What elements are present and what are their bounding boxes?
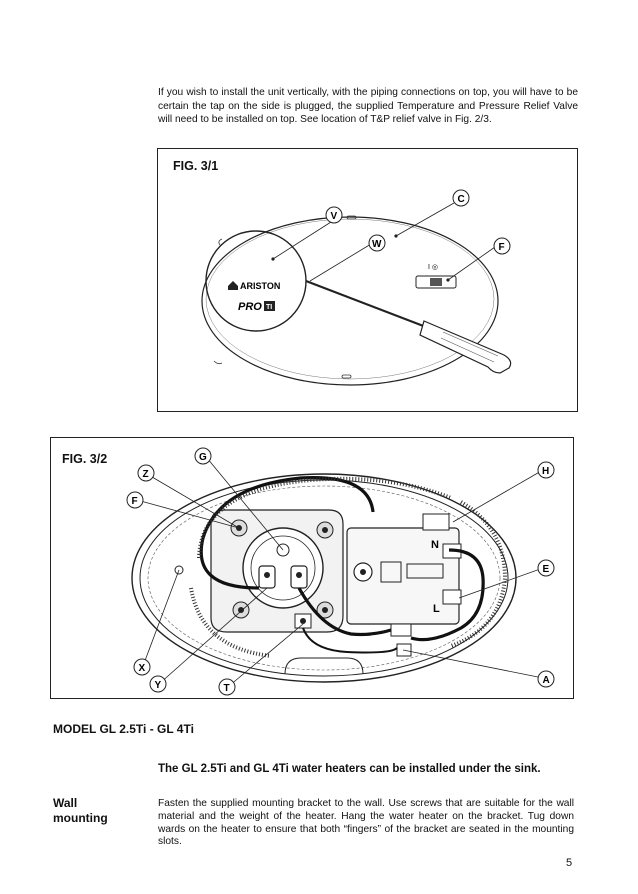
leader-a [402, 649, 544, 679]
element-disc [242, 527, 324, 609]
leader-f-dot [446, 278, 450, 282]
callout-t [218, 678, 236, 696]
callout-w [368, 234, 386, 252]
leader-v [272, 221, 332, 260]
element-disc-inner [250, 535, 316, 601]
switch-housing [415, 275, 457, 289]
thermostat-slot [380, 561, 402, 583]
terminal-right-screw [296, 572, 302, 578]
callout-a-label: A [543, 675, 550, 686]
switch-marks: I ◎ [428, 264, 438, 271]
intro-paragraph: If you wish to install the unit vertical… [158, 87, 578, 125]
callout-a [537, 670, 555, 688]
leader-f [447, 246, 496, 281]
callout-x [133, 658, 151, 676]
screwdriver-handle [419, 320, 512, 374]
cable-strip-bottom [189, 587, 272, 658]
lead-sentence: The GL 2.5Ti and GL 4Ti water heaters ca… [158, 763, 541, 775]
callout-g-label: G [199, 452, 207, 463]
figure-3-2-drawing: N L G Z F X Y [126, 447, 555, 696]
wire-ground [302, 627, 398, 654]
top-notch [346, 215, 357, 220]
callout-f-label: F [132, 496, 138, 507]
section-heading: Wall mounting [53, 796, 108, 825]
callout-y [149, 675, 167, 693]
wire-right-loop [410, 548, 485, 642]
model-heading: MODEL GL 2.5Ti - GL 4Ti [53, 722, 194, 736]
callout-x-label: X [139, 663, 146, 674]
figure-3-1: FIG. 3/1 ARISTON PRO TI I ◎ [157, 148, 578, 412]
leader-h [452, 469, 544, 523]
wire-bottom [297, 587, 392, 637]
cable-strip-top [197, 476, 452, 559]
bottom-notch [341, 374, 352, 379]
leader-x [142, 569, 180, 667]
leader-w [309, 243, 372, 282]
thermostat-top-terminal [422, 513, 450, 531]
callout-v [325, 206, 343, 224]
callout-z-label: Z [143, 469, 149, 480]
thermostat-switch [406, 563, 444, 579]
terminal-n-label: N [431, 539, 439, 551]
callout-y-label: Y [155, 680, 162, 691]
inner-rim [147, 485, 501, 671]
callout-h-label: H [542, 466, 549, 477]
terminal-l-label: L [433, 603, 440, 615]
leader-c-dot [394, 234, 398, 238]
product-logo: PRO [238, 301, 262, 313]
callout-f-label: F [499, 242, 505, 253]
section-body: Fasten the supplied mounting bracket to … [158, 798, 574, 848]
screwdriver-grip-lines [440, 331, 499, 363]
figure-3-1-drawing: ARISTON PRO TI I ◎ V W C F [201, 189, 512, 386]
leader-e [458, 567, 544, 599]
flange-bolt-br-core [322, 607, 328, 613]
callout-c [452, 189, 470, 207]
callout-h [537, 461, 555, 479]
left-screw [174, 565, 184, 575]
thermostat-bottom-terminal [390, 623, 412, 637]
callout-z [137, 464, 155, 482]
terminal-left-screw [264, 572, 270, 578]
thermostat-knob-core [360, 569, 366, 575]
wire-left-loop [199, 476, 375, 590]
leader-t [228, 623, 304, 687]
ariston-house-icon [228, 281, 238, 290]
flange-bolt-bl-core [238, 607, 244, 613]
figure-3-2-title: FIG. 3/2 [62, 452, 108, 466]
callout-w-label: W [372, 239, 382, 250]
bottom-recess [284, 657, 364, 675]
leader-c [395, 202, 455, 237]
callout-f [126, 491, 144, 509]
callout-e [537, 559, 555, 577]
leader-y [158, 587, 268, 685]
thermostat-l-terminal [442, 589, 462, 605]
leader-g [206, 457, 284, 551]
switch-rocker [430, 278, 442, 286]
leader-v-dot [271, 257, 275, 261]
ground-screw [300, 618, 306, 624]
screwdriver-shaft [305, 279, 427, 329]
left-bump-bottom [213, 360, 223, 365]
flange-bolt-tr-core [322, 527, 328, 533]
callout-f [493, 237, 511, 255]
page-number: 5 [566, 857, 573, 869]
callout-v-label: V [331, 211, 338, 222]
left-bump-top [218, 238, 223, 246]
figure-3-2: FIG. 3/2 N L [50, 437, 574, 699]
callout-t-label: T [224, 683, 230, 694]
figure-3-1-title: FIG. 3/1 [173, 159, 219, 173]
brand-logo: ARISTON [240, 281, 280, 291]
product-logo-box [264, 301, 275, 311]
callout-g [194, 447, 212, 465]
callout-c-label: C [458, 194, 465, 205]
heater-cover-outline [201, 216, 499, 386]
leader-z [146, 473, 240, 529]
inner-casing [139, 479, 509, 677]
callout-e-label: E [543, 564, 550, 575]
leader-f [136, 499, 240, 529]
product-logo-suffix: TI [266, 304, 272, 311]
